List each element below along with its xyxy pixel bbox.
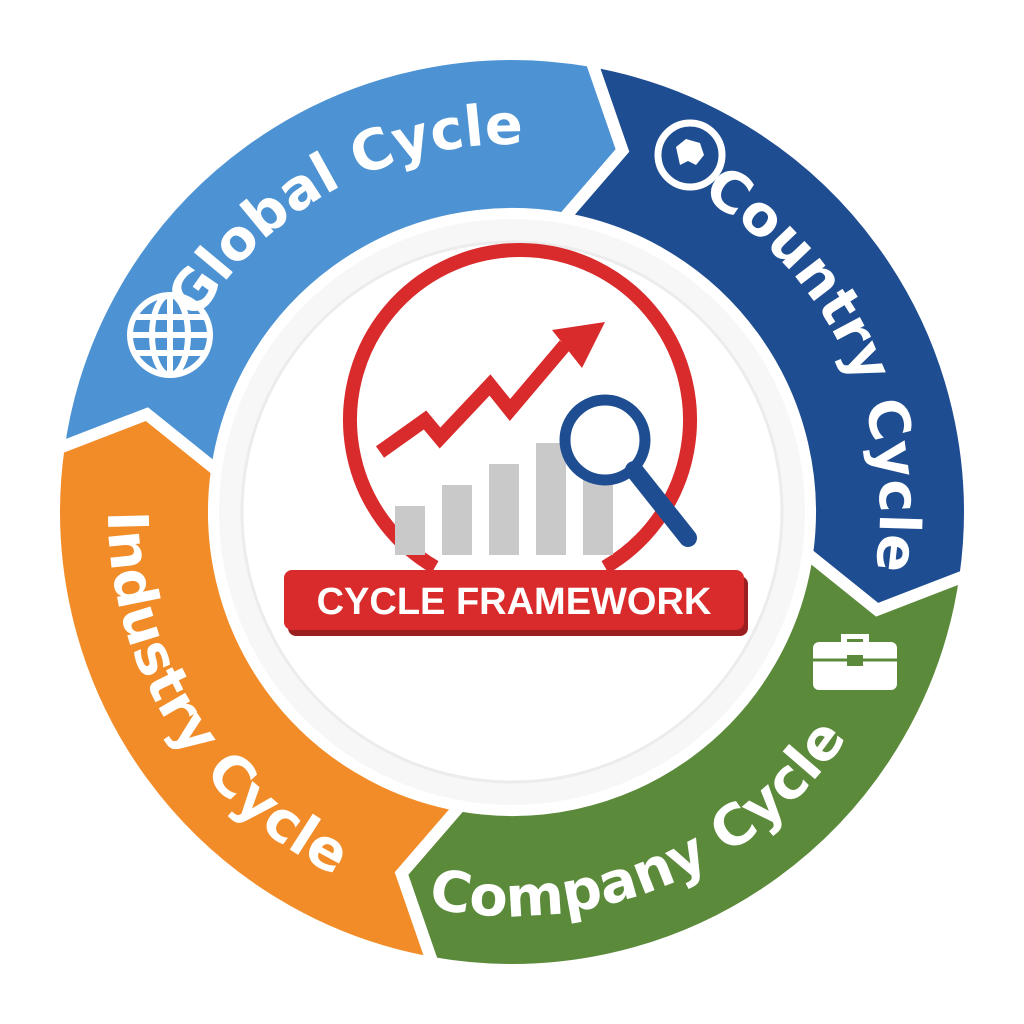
trend-arrow [375, 340, 571, 458]
title-banner [284, 570, 744, 630]
bar [442, 485, 472, 555]
bar [583, 478, 613, 555]
center-graphic: CYCLE FRAMEWORK [284, 242, 748, 636]
bar [489, 464, 519, 555]
briefcase-icon [813, 634, 897, 690]
bar [395, 506, 425, 555]
globe-icon [127, 292, 213, 378]
bar [536, 443, 566, 555]
diagram-title: CYCLE FRAMEWORK [317, 581, 712, 623]
country-map-icon [654, 119, 726, 191]
red-ring [343, 242, 697, 574]
trend-arrowhead-icon [552, 322, 605, 368]
magnifier-icon [559, 394, 697, 547]
bar-chart [395, 443, 613, 555]
